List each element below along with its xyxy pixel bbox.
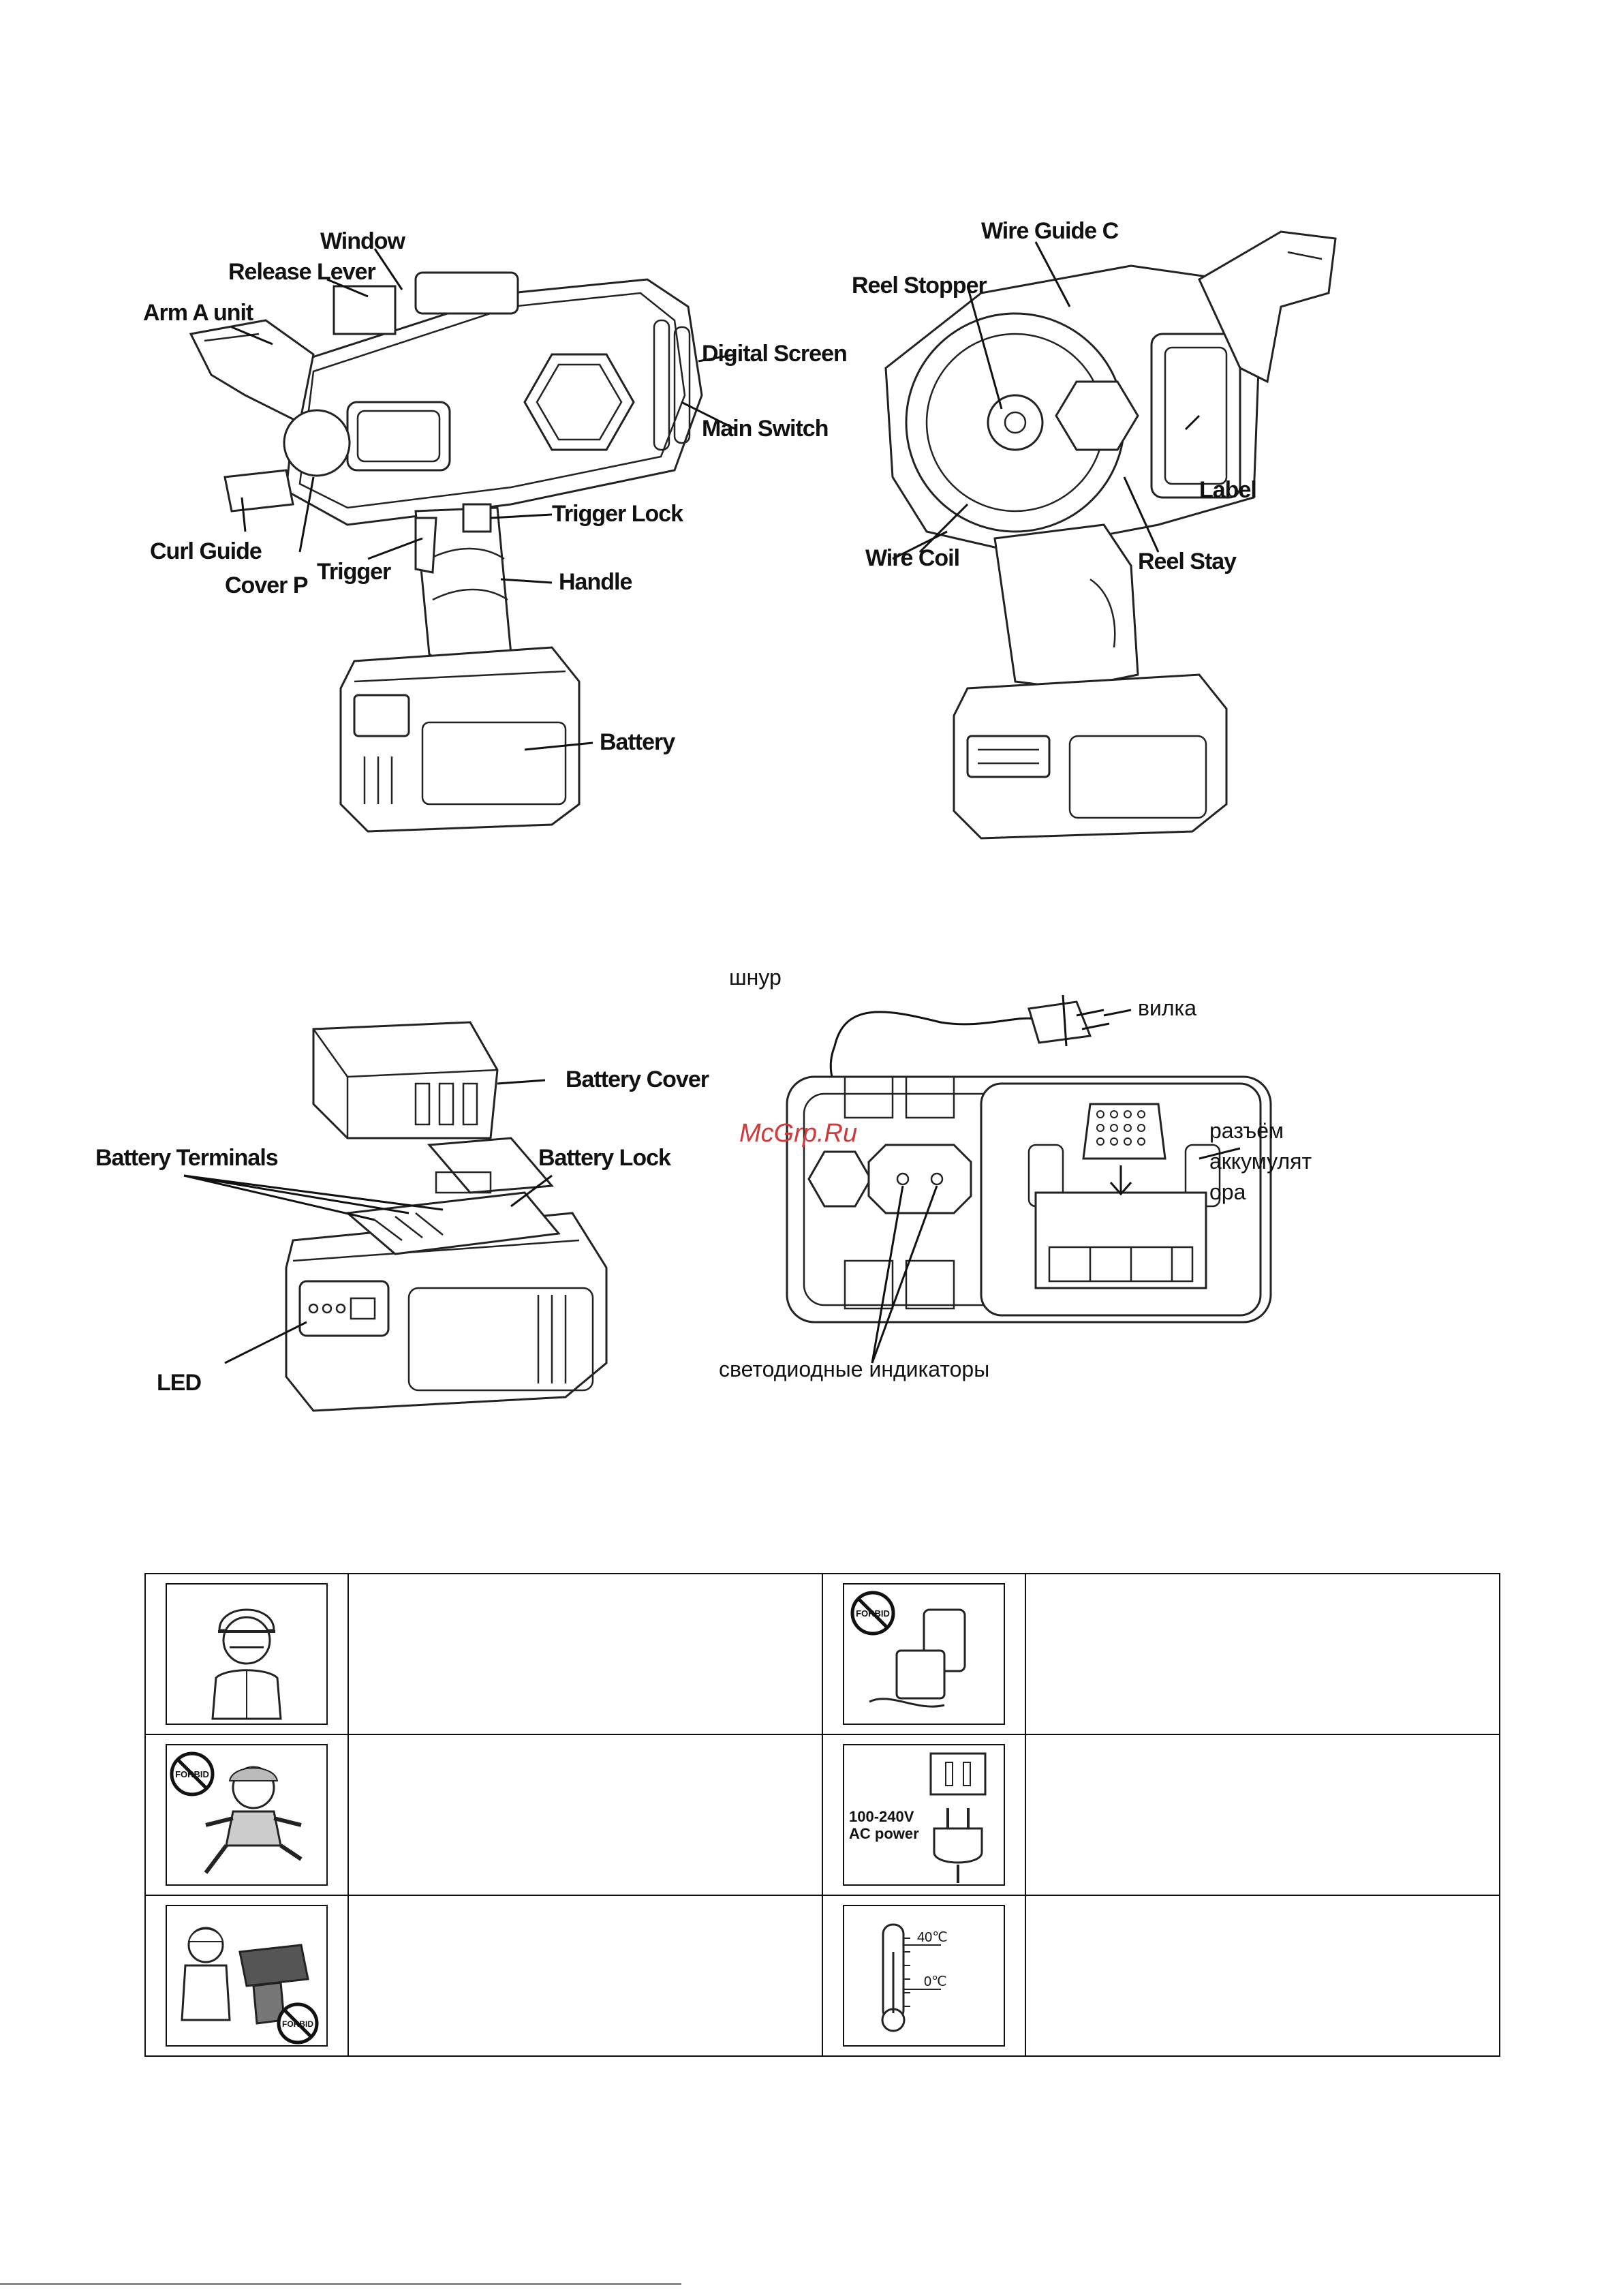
safety-pictogram-table: FORBID FORBID bbox=[144, 1573, 1501, 2057]
forbid-text: FORBID bbox=[282, 2019, 313, 2029]
label-plug: вилка bbox=[1138, 996, 1196, 1020]
temp-high-text: 40℃ bbox=[917, 1930, 948, 1945]
label-wire-guide-c: Wire Guide C bbox=[981, 218, 1119, 244]
table-row: FORBID bbox=[144, 1573, 1501, 1735]
label-battery: Battery bbox=[600, 729, 675, 755]
label-window: Window bbox=[320, 228, 406, 254]
thermometer-icon: 40℃ 0℃ bbox=[842, 1905, 1005, 2047]
description-cell bbox=[1024, 1573, 1501, 1735]
pictogram-cell: FORBID bbox=[144, 1734, 349, 1896]
voltage-text: 100-240V bbox=[849, 1808, 914, 1825]
label-release-lever: Release Lever bbox=[228, 259, 375, 285]
description-cell bbox=[347, 1895, 823, 2057]
temp-low-text: 0℃ bbox=[924, 1974, 947, 1989]
footer-rule bbox=[0, 2283, 681, 2285]
description-cell bbox=[1024, 1895, 1501, 2057]
label-socket-line2: аккумулят bbox=[1209, 1149, 1312, 1174]
pictogram-cell: FORBID bbox=[821, 1573, 1026, 1735]
tool-front-diagram: Window Release Lever Arm A unit Digital … bbox=[143, 228, 848, 833]
description-cell bbox=[1024, 1734, 1501, 1896]
label-reel-stay: Reel Stay bbox=[1138, 549, 1237, 575]
ac-power-plug-icon: 100-240V AC power bbox=[842, 1744, 1005, 1886]
label-main-switch: Main Switch bbox=[702, 416, 828, 442]
forbid-battery-disposal-icon: FORBID bbox=[842, 1583, 1005, 1725]
label-wire-coil: Wire Coil bbox=[865, 545, 959, 571]
table-row: FORBID 40℃ 0℃ bbox=[144, 1895, 1501, 2057]
label-socket-line1: разъём bbox=[1209, 1118, 1284, 1143]
description-cell bbox=[347, 1734, 823, 1896]
label-led-indicators: светодиодные индикаторы bbox=[719, 1357, 989, 1381]
pictogram-cell: 40℃ 0℃ bbox=[821, 1895, 1026, 2057]
label-curl-guide: Curl Guide bbox=[150, 538, 262, 564]
label-battery-lock: Battery Lock bbox=[538, 1145, 671, 1171]
label-socket-line3: ора bbox=[1209, 1180, 1246, 1204]
pictogram-cell: 100-240V AC power bbox=[821, 1734, 1026, 1896]
forbid-impact-icon: FORBID bbox=[165, 1905, 328, 2047]
label-cord: шнур bbox=[729, 965, 782, 990]
description-cell bbox=[347, 1573, 823, 1735]
label-trigger-lock: Trigger Lock bbox=[552, 501, 683, 527]
pictogram-cell bbox=[144, 1573, 349, 1735]
label-led: LED bbox=[157, 1370, 201, 1396]
label-arm-a-unit: Arm A unit bbox=[143, 300, 253, 326]
helmet-worker-icon bbox=[165, 1583, 328, 1725]
label-digital-screen: Digital Screen bbox=[702, 341, 847, 367]
label-handle: Handle bbox=[559, 569, 632, 595]
tool-side-diagram: Wire Guide C Reel Stopper Label Wire Coi… bbox=[852, 218, 1337, 840]
label-label: Label bbox=[1199, 477, 1256, 503]
label-trigger: Trigger bbox=[317, 559, 391, 585]
forbid-text: FORBID bbox=[175, 1769, 209, 1779]
charger-diagram: шнур вилка разъём аккумулят ора светодио… bbox=[719, 965, 1312, 1381]
forbid-child-icon: FORBID bbox=[165, 1744, 328, 1886]
pictogram-cell: FORBID bbox=[144, 1895, 349, 2057]
label-cover-p: Cover P bbox=[225, 572, 308, 598]
forbid-text: FORBID bbox=[856, 1608, 890, 1619]
table-row: FORBID 100-240V AC power bbox=[144, 1734, 1501, 1896]
watermark: McGrp.Ru bbox=[739, 1119, 857, 1148]
label-reel-stopper: Reel Stopper bbox=[852, 273, 987, 299]
label-battery-terminals: Battery Terminals bbox=[95, 1145, 278, 1171]
ac-power-text: AC power bbox=[849, 1825, 919, 1842]
label-battery-cover: Battery Cover bbox=[566, 1067, 709, 1092]
battery-diagram: Battery Cover Battery Terminals Battery … bbox=[89, 1009, 710, 1412]
